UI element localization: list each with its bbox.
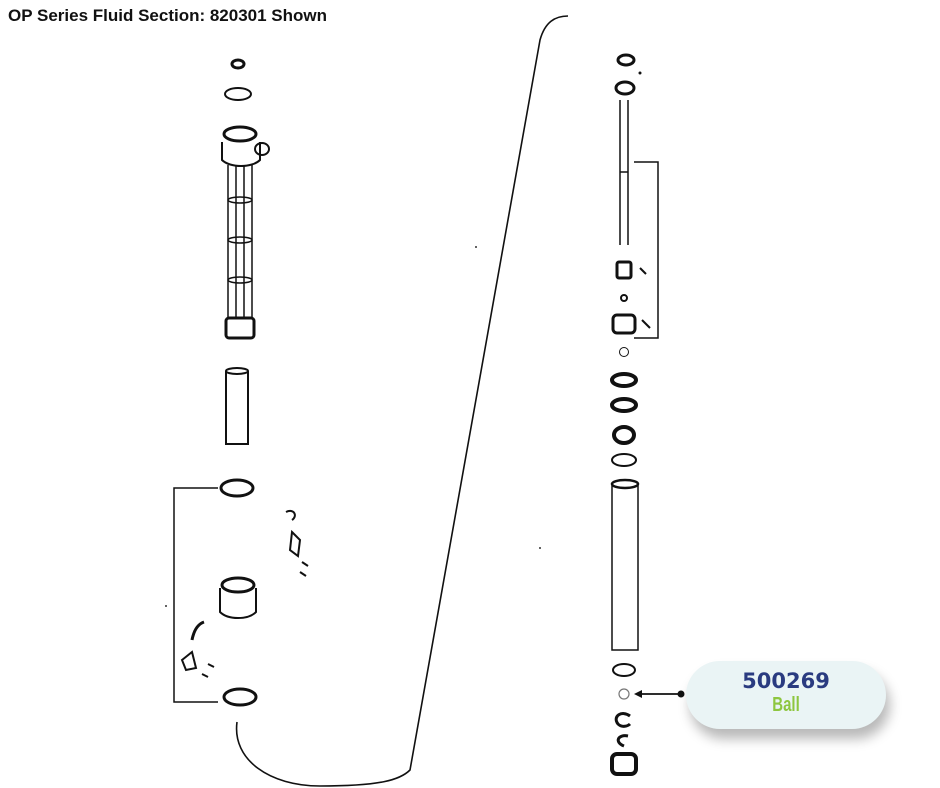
retaining-clip [190,620,205,641]
assembly-connector-line [235,15,569,787]
piston-nut [615,260,633,280]
washer [620,294,628,302]
retaining-ring [614,712,632,728]
o-ring [612,663,636,677]
pin [639,267,647,275]
pin [207,663,215,668]
pin [201,673,209,678]
part-number: 500269 [742,669,830,693]
pin [301,561,309,567]
diagram-title: OP Series Fluid Section: 820301 Shown [8,6,328,25]
seal [610,397,638,413]
small-seal [230,58,246,70]
tie-rods [227,165,253,318]
o-ring [611,453,637,467]
top-nut [616,53,636,67]
pin [641,319,651,329]
part-callout: 500269 Ball [686,661,886,729]
pin [299,571,307,577]
left-bracket [173,487,218,703]
callout-leader [634,690,685,698]
right-bracket [634,161,659,339]
foot-valve-housing [219,576,257,619]
left-column-parts [173,58,309,707]
part-name: Ball [772,694,800,716]
seal [610,372,638,388]
packing-nut [614,80,636,96]
outlet-housing [221,125,270,167]
upper-gland-ring [219,478,255,498]
right-column-parts [610,53,659,776]
foot-valve-seat [610,752,638,776]
cotter-pin [288,529,302,558]
bottom-fitting [224,316,256,340]
piston-ball [619,347,629,357]
retaining-clip [285,510,296,521]
lower-gland-ring [222,687,258,707]
retaining-ring [616,734,629,748]
cotter-pin [180,650,198,672]
pump-cylinder [225,367,249,445]
o-ring [224,87,252,101]
cylinder-sleeve [610,478,640,651]
displacement-rod [619,100,629,245]
piston [611,313,637,335]
valve-seat [612,425,636,445]
ball [618,688,630,700]
